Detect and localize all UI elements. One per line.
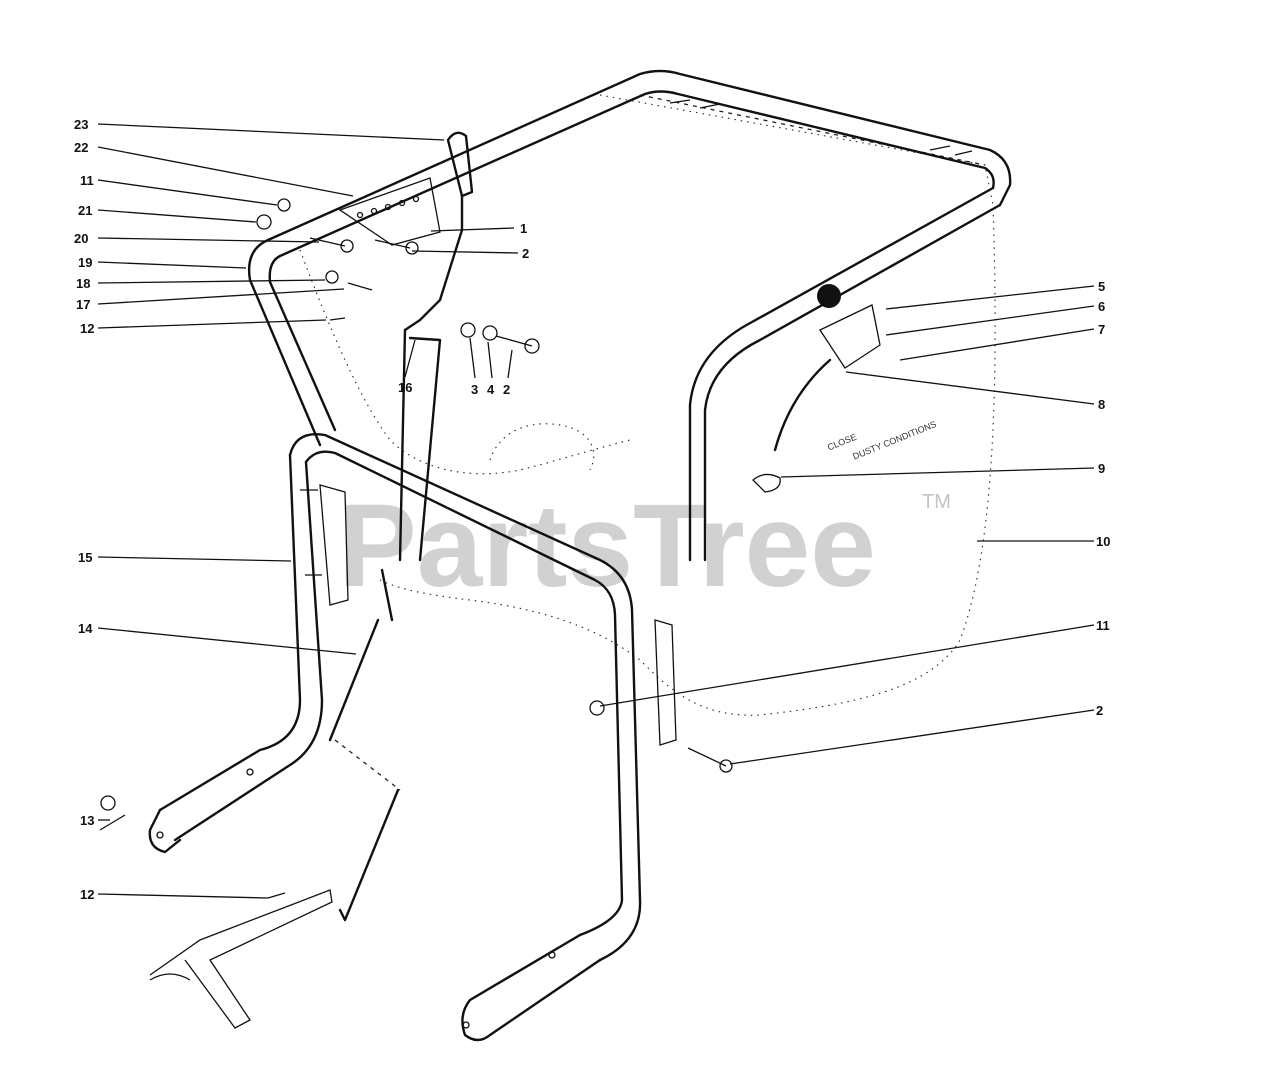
callout-8: 8: [1098, 397, 1105, 412]
callout-1: 1: [520, 221, 527, 236]
callout-23: 23: [74, 117, 88, 132]
hardware: [99, 198, 781, 1029]
control-lever: [328, 131, 474, 922]
decal-line-1: CLOSE: [826, 432, 858, 453]
handle-assembly: [148, 433, 677, 1042]
watermark-trademark: TM: [922, 491, 951, 513]
bag-frame: [266, 69, 1012, 562]
callout-2: 2: [503, 382, 510, 397]
callout-15: 15: [78, 550, 92, 565]
callout-9: 9: [1098, 461, 1105, 476]
callout-10: 10: [1096, 534, 1110, 549]
callout-5: 5: [1098, 279, 1105, 294]
callout-14: 14: [78, 621, 93, 636]
callout-11: 11: [1096, 618, 1110, 633]
callout-2: 2: [1096, 703, 1103, 718]
callout-12: 12: [80, 887, 94, 902]
callout-12: 12: [80, 321, 94, 336]
callout-2: 2: [522, 246, 529, 261]
watermark-logo: PartsTree: [338, 480, 876, 612]
grass-bag: [299, 94, 996, 716]
callout-4: 4: [487, 382, 495, 397]
callout-18: 18: [76, 276, 90, 291]
bag-decal: CLOSE DUSTY CONDITIONS: [826, 419, 938, 462]
callout-13: 13: [80, 813, 94, 828]
callout-16: 16: [398, 380, 412, 395]
decal-line-2: DUSTY CONDITIONS: [851, 419, 938, 462]
callout-22: 22: [74, 140, 88, 155]
callout-labels: 23 22 11 21 20 19 18 17 12 16 1 2 3 4 2 …: [74, 117, 1110, 902]
left-frame-arm: [247, 238, 337, 447]
leader-lines: [97, 123, 1095, 899]
throttle-control: [773, 284, 881, 452]
callout-3: 3: [471, 382, 478, 397]
callout-21: 21: [78, 203, 92, 218]
callout-17: 17: [76, 297, 90, 312]
callout-19: 19: [78, 255, 92, 270]
callout-11: 11: [80, 173, 94, 188]
callout-7: 7: [1098, 322, 1105, 337]
callout-6: 6: [1098, 299, 1105, 314]
callout-20: 20: [74, 231, 88, 246]
